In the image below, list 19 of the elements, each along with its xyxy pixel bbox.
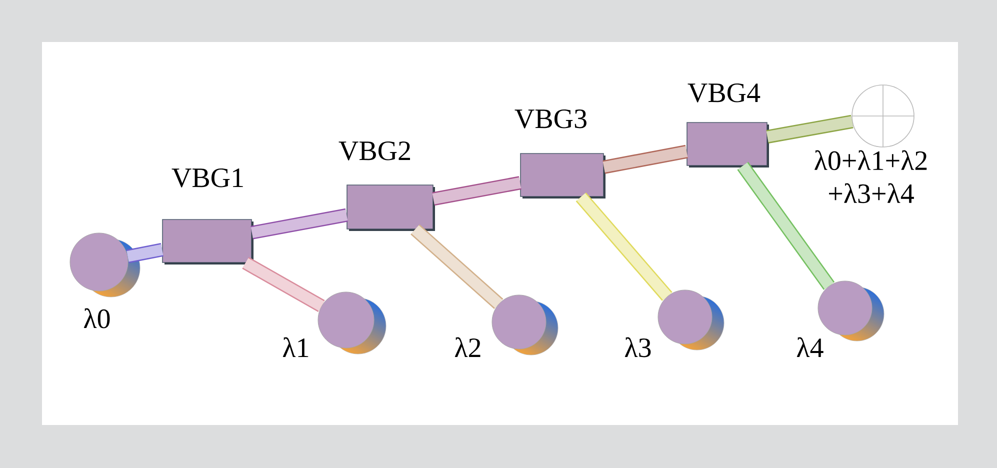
grating-label: VBG4 bbox=[688, 83, 760, 102]
wavelength-label: λ3 bbox=[624, 337, 651, 358]
light-beam bbox=[242, 256, 325, 312]
wavelength-label: λ0 bbox=[84, 308, 110, 328]
light-beam bbox=[576, 192, 672, 301]
wavelength-label: λ2 bbox=[454, 337, 480, 357]
grating-label: VBG2 bbox=[338, 141, 410, 160]
grating-label: VBG1 bbox=[172, 168, 243, 188]
output-label: λ0+λ1+λ2 +λ3+λ4 bbox=[814, 150, 927, 204]
light-beam bbox=[737, 162, 835, 290]
wavelength-label: λ4 bbox=[796, 337, 824, 357]
light-beam bbox=[126, 243, 164, 264]
light-beam bbox=[250, 208, 348, 240]
grating-label: VBG3 bbox=[514, 109, 586, 128]
light-beam bbox=[432, 176, 522, 206]
light-beam bbox=[410, 224, 504, 309]
light-beam bbox=[766, 114, 854, 144]
wavelength-label: λ1 bbox=[282, 337, 308, 357]
light-beam bbox=[602, 144, 688, 174]
